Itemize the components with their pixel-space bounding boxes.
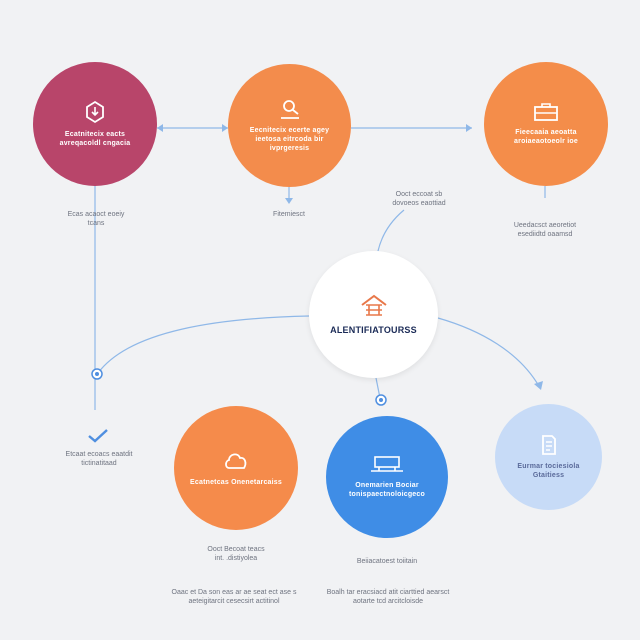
process-node-2[interactable]: Eecnitecix ecerte agey ieetosa eitrcoda … [228, 64, 351, 187]
process-node-5[interactable]: Ecatnetcas Onenetarcaiss [174, 406, 298, 530]
arrow-head-node2 [222, 124, 228, 132]
caption-center-top: Ooct eccoat sb dovoeos eaottiad [392, 191, 446, 207]
cloud-icon [225, 453, 247, 469]
document-icon [541, 435, 556, 455]
connector-caption-center [377, 209, 405, 252]
junction-dot-left-inner [95, 372, 99, 376]
caption-node-2: Fitemiesct [273, 211, 305, 218]
caption-node-1: Ecas acaoct eoeiy tcans [67, 211, 125, 227]
node-6-label: Onemarien Bociar tonispaectnoloicgeco [349, 482, 425, 498]
connector-center-left [97, 315, 310, 374]
briefcase-icon [534, 103, 558, 121]
arrow-head-node3 [466, 124, 472, 132]
process-node-6[interactable]: Onemarien Bociar tonispaectnoloicgeco [326, 416, 448, 538]
device-icon [371, 456, 403, 472]
caption-node-3: Ueedacsct aeoretiot esediidtd oaamsd [513, 222, 577, 238]
caption-bottom-left: Oaac et Da son eas ar ae seat ect ase s … [171, 589, 297, 605]
central-node-label: ALENTIFIATOURSS [330, 325, 417, 335]
node-2-label: Eecnitecix ecerte agey ieetosa eitrcoda … [249, 127, 330, 152]
node-3-label: Fieecaaia aeoatta aroiaeaotoeolr ioe [514, 129, 578, 145]
node-5-label: Ecatnetcas Onenetarcaiss [190, 478, 282, 486]
person-icon [280, 100, 299, 119]
arrow-head-right [534, 381, 543, 390]
node-1-label: Ecatnitecix eacts avreqacoldl cngacia [59, 131, 131, 147]
caption-left-branch: Etcaat ecoacs eaatdit tictinatitaad [65, 451, 133, 467]
caption-bottom-right: Boalh tar eracsiacd atit ciarttied aears… [326, 589, 450, 605]
home-icon [360, 294, 387, 316]
arrow-head-node1 [157, 124, 163, 132]
caption-node-5: Ooct Becoat teacs int. .distiyolea [207, 546, 265, 562]
caption-node-6: Beiiacatoest toiitain [356, 558, 418, 565]
arrow-head-node2-down [285, 198, 293, 204]
check-icon [88, 429, 108, 443]
download-icon [86, 100, 104, 124]
process-node-3[interactable]: Fieecaaia aeoatta aroiaeaotoeolr ioe [484, 62, 608, 186]
node-7-label: Eurmar tociesiola Gtaitiess [517, 463, 580, 479]
process-node-1[interactable]: Ecatnitecix eacts avreqacoldl cngacia [33, 62, 157, 186]
connector-center-right [437, 317, 541, 389]
central-node[interactable]: ALENTIFIATOURSS [309, 251, 438, 378]
junction-dot-center-inner [379, 398, 383, 402]
process-node-7[interactable]: Eurmar tociesiola Gtaitiess [495, 404, 602, 510]
